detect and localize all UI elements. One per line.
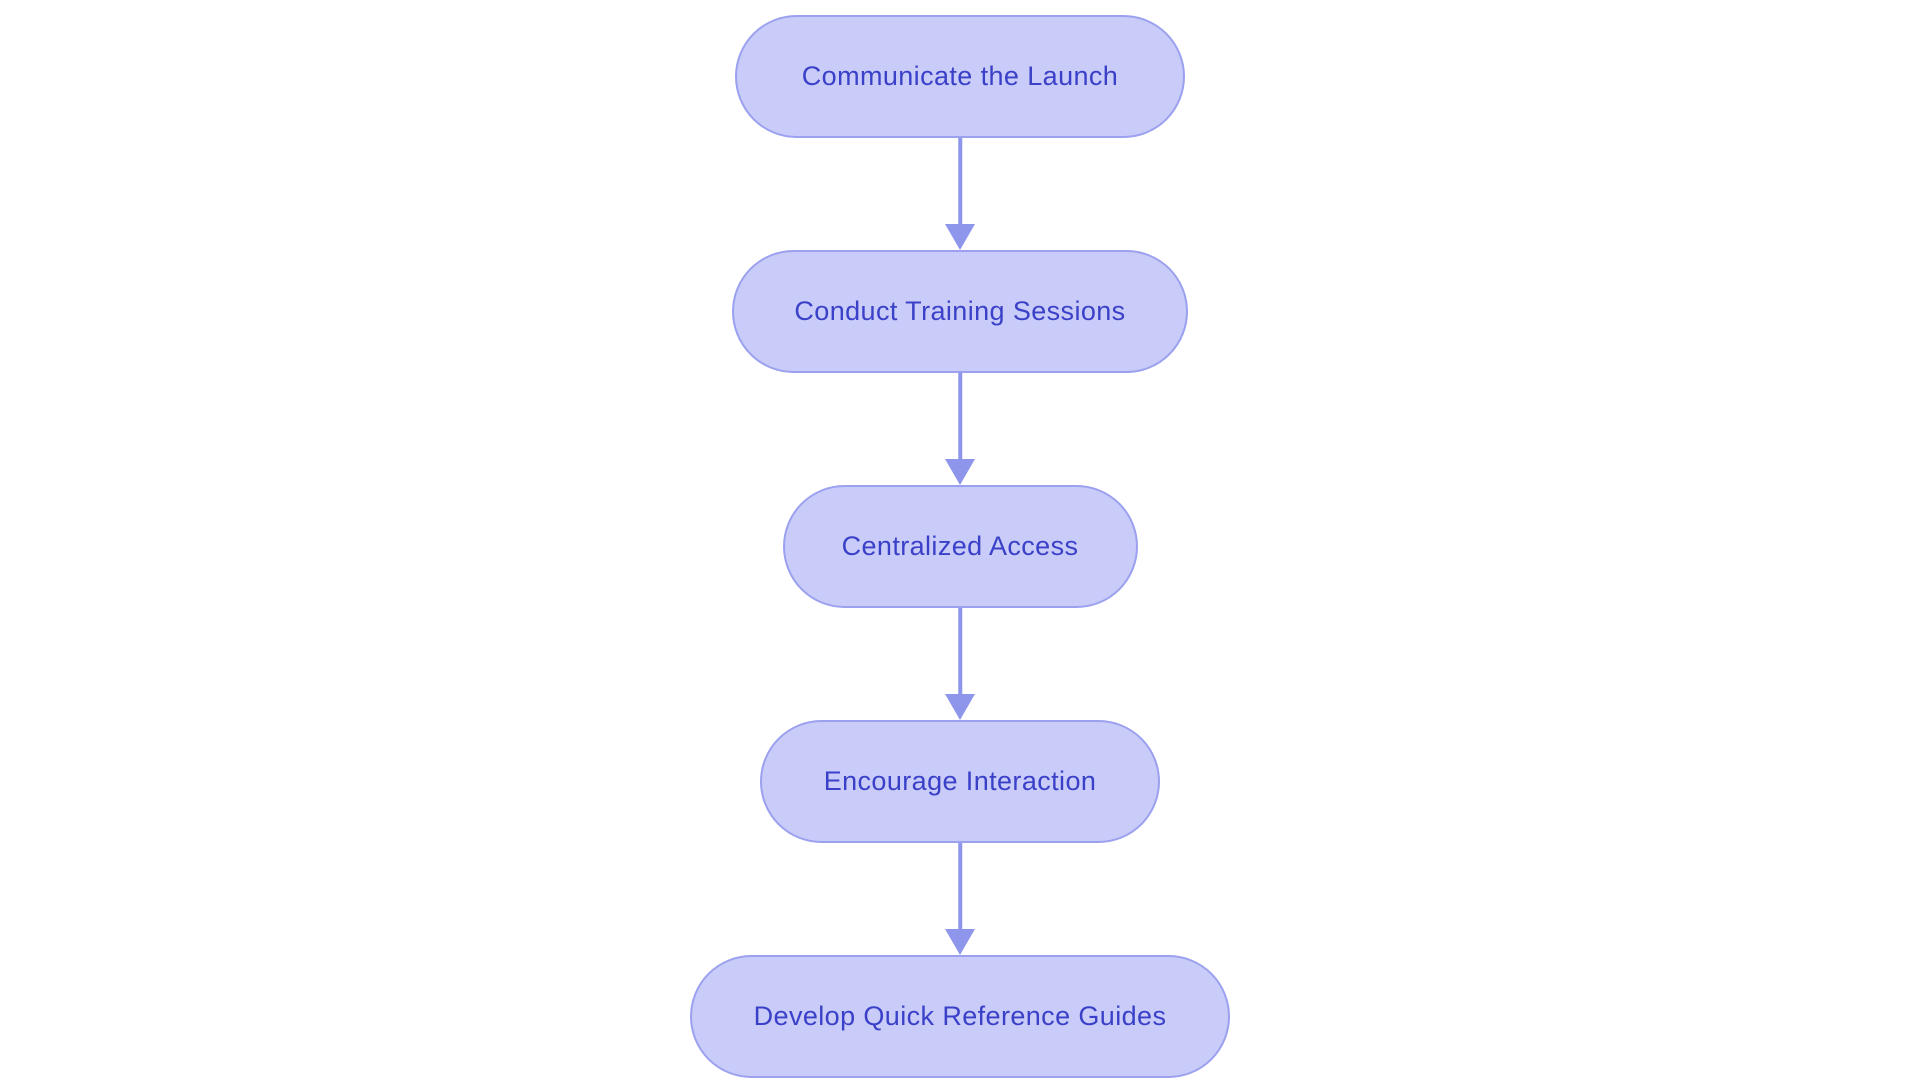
flow-node-develop-quick-reference-guides: Develop Quick Reference Guides [690,955,1230,1078]
arrow-down-icon [945,694,975,720]
arrow-line [958,138,962,226]
arrow-down-icon [945,459,975,485]
arrow-down-icon [945,224,975,250]
flow-node-label: Encourage Interaction [823,766,1097,796]
flow-node-encourage-interaction: Encourage Interaction [760,720,1160,843]
flow-arrow-4 [944,843,976,955]
arrow-line [958,373,962,461]
arrow-line [958,843,962,931]
flow-arrow-3 [944,608,976,720]
flow-arrow-2 [944,373,976,485]
flow-arrow-1 [944,138,976,250]
flow-node-centralized-access: Centralized Access [782,485,1138,608]
flow-node-label: Communicate the Launch [801,61,1119,91]
flow-node-label: Conduct Training Sessions [794,296,1126,326]
arrow-line [958,608,962,696]
flow-node-label: Develop Quick Reference Guides [753,1001,1167,1031]
flow-node-label: Centralized Access [841,531,1079,561]
flow-node-conduct-training-sessions: Conduct Training Sessions [732,250,1188,373]
flow-node-communicate-the-launch: Communicate the Launch [735,15,1185,138]
arrow-down-icon [945,929,975,955]
